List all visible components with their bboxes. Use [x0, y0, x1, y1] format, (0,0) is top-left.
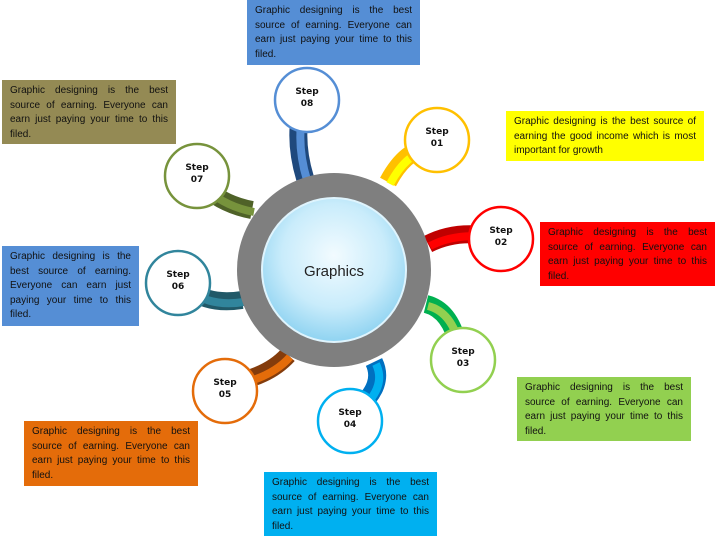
step-node-05: Step 05 — [191, 357, 259, 425]
step-node-word: Step — [451, 347, 475, 357]
step-node-02: Step 02 — [467, 205, 535, 273]
step-description-02: Graphic designing is the best source of … — [540, 222, 715, 286]
step-description-05: Graphic designing is the best source of … — [24, 421, 198, 486]
step-node-circle — [191, 357, 259, 425]
step-description-08: Graphic designing is the best source of … — [247, 0, 420, 65]
step-node-04: Step 04 — [316, 387, 384, 455]
step-node-03: Step 03 — [429, 326, 497, 394]
step-node-word: Step — [166, 270, 190, 280]
step-node-word: Step — [489, 226, 513, 236]
step-description-06: Graphic designing is the best source of … — [2, 246, 139, 326]
step-node-circle — [316, 387, 384, 455]
step-node-word: Step — [295, 87, 319, 97]
step-node-circle — [429, 326, 497, 394]
step-node-word: Step — [213, 378, 237, 388]
step-node-circle — [467, 205, 535, 273]
hub-label: Graphics — [304, 263, 364, 280]
step-node-number: 08 — [301, 99, 314, 109]
step-node-number: 01 — [431, 139, 444, 149]
step-description-03: Graphic designing is the best source of … — [517, 377, 691, 441]
step-node-circle — [163, 142, 231, 210]
step-node-circle — [403, 106, 471, 174]
hub-core — [261, 197, 407, 343]
step-node-circle — [144, 249, 212, 317]
step-node-circle — [273, 66, 341, 134]
step-node-word: Step — [338, 408, 362, 418]
central-hub: Graphics — [237, 173, 431, 367]
step-node-number: 04 — [344, 420, 357, 430]
step-description-01: Graphic designing is the best source of … — [506, 111, 704, 161]
step-node-number: 02 — [495, 238, 508, 248]
step-node-number: 05 — [219, 390, 232, 400]
step-node-number: 07 — [191, 175, 204, 185]
step-node-word: Step — [425, 127, 449, 137]
step-node-01: Step 01 — [403, 106, 471, 174]
step-node-word: Step — [185, 163, 209, 173]
step-node-08: Step 08 — [273, 66, 341, 134]
step-node-07: Step 07 — [163, 142, 231, 210]
step-node-number: 06 — [172, 282, 185, 292]
step-description-07: Graphic designing is the best source of … — [2, 80, 176, 144]
step-description-04: Graphic designing is the best source of … — [264, 472, 437, 536]
step-node-06: Step 06 — [144, 249, 212, 317]
step-node-number: 03 — [457, 359, 470, 369]
